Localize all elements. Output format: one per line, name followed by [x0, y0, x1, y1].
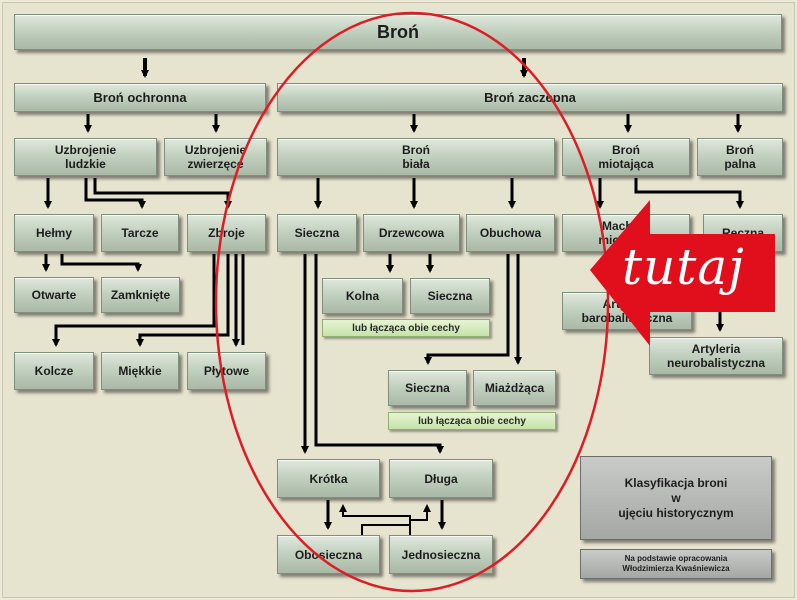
helmets-box: Hełmy — [14, 214, 94, 252]
crushing-blunt-box: Miażdżąca — [473, 370, 556, 406]
melee-weapon-box: Broń biała — [277, 138, 555, 176]
polearm-box: Drzewcowa — [363, 214, 460, 252]
page-title: Broń — [377, 22, 419, 42]
red-highlight-ellipse — [214, 11, 610, 593]
plate-armor-box: Płytowe — [187, 352, 266, 390]
firearm-box: Broń palna — [697, 138, 783, 176]
defensive-weapon-box: Broń ochronna — [14, 83, 266, 112]
animal-armor-box: Uzbrojenie zwierzęce — [164, 138, 267, 176]
red-pointer-arrow — [590, 200, 775, 346]
tutaj-annotation-text: tutaj — [622, 238, 745, 296]
defensive-weapon-label: Broń ochronna — [93, 89, 187, 105]
source-info-box: Na podstawie opracowania Włodzimierza Kw… — [580, 549, 772, 579]
offensive-weapon-label: Broń zaczepna — [484, 89, 576, 105]
neurobalistic-artillery-box: Artyleria neurobalistyczna — [649, 337, 783, 375]
blunt-weapon-box: Obuchowa — [466, 214, 555, 252]
combined-polearm-note: lub łącząca obie cechy — [322, 319, 490, 337]
combined-blunt-note: lub łącząca obie cechy — [388, 412, 556, 430]
double-edged-box: Obosieczna — [277, 535, 380, 574]
offensive-weapon-box: Broń zaczepna — [277, 83, 783, 112]
classification-info-box: Klasyfikacja broni w ujęciu historycznym — [580, 456, 772, 540]
armor-box: Zbroje — [187, 214, 266, 252]
single-edged-box: Jednosieczna — [389, 535, 493, 574]
thrown-weapon-box: Broń miotająca — [562, 138, 690, 176]
closed-helmets-box: Zamknięte — [101, 277, 180, 313]
connector-lines — [46, 58, 744, 540]
short-blade-box: Krótka — [277, 459, 380, 498]
long-blade-box: Długa — [389, 459, 493, 498]
cutting-polearm-box: Sieczna — [410, 278, 490, 314]
stabbing-polearm-box: Kolna — [322, 278, 403, 314]
cutting-blunt-box: Sieczna — [388, 370, 467, 406]
soft-armor-box: Miękkie — [101, 352, 179, 390]
open-helmets-box: Otwarte — [14, 277, 94, 313]
chain-armor-box: Kolcze — [14, 352, 94, 390]
shields-box: Tarcze — [101, 214, 179, 252]
title-box: Broń — [14, 14, 782, 50]
cutting-weapon-box: Sieczna — [277, 214, 357, 252]
human-armor-box: Uzbrojenie ludzkie — [14, 138, 157, 176]
